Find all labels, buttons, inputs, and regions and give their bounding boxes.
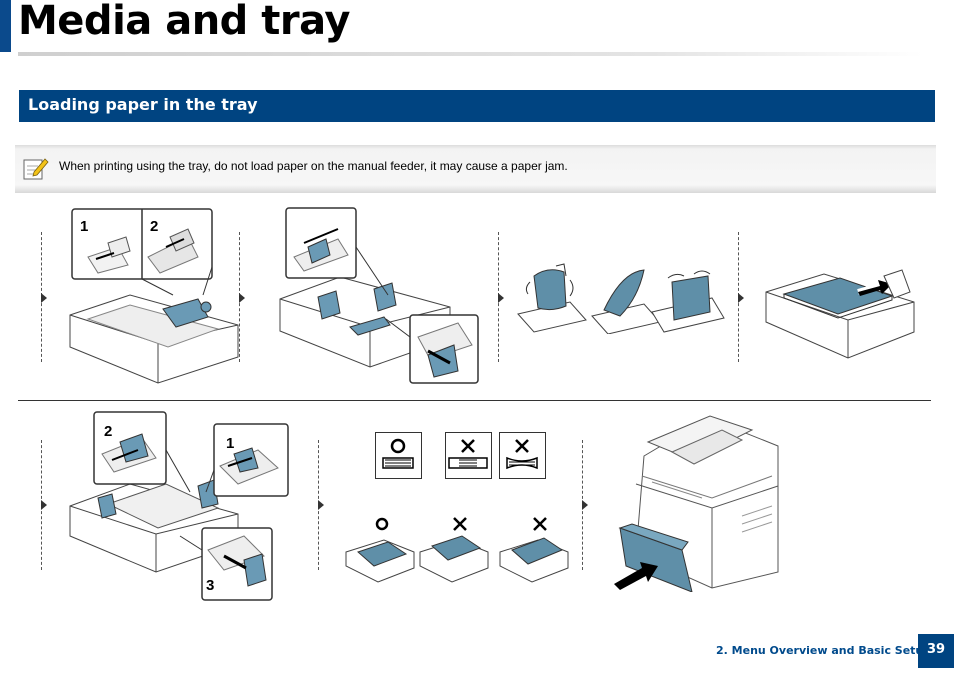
step-arrow-icon [582,500,588,510]
guide-fit-too-loose-illustration [445,432,492,479]
section-header: Loading paper in the tray [19,90,935,122]
step-arrow-icon [498,293,504,303]
step-arrow-icon [41,500,47,510]
step-number-label: 1 [80,218,88,235]
step-arrow-icon [41,293,47,303]
insert-paper-step-illustration [765,269,915,359]
footer-chapter: 2. Menu Overview and Basic Setup [716,644,932,657]
step-number-label: 2 [104,423,112,440]
page-number: 39 [918,634,954,668]
guide-fit-too-tight-illustration [499,432,546,479]
flex-paper-step-illustration [517,263,725,334]
note-text: When printing using the tray, do not loa… [59,159,568,173]
guide-fit-correct-illustration [375,432,422,479]
tray-extend-step-illustration [279,207,479,384]
tray-fill-misaligned-illustration [499,517,569,583]
note-box: When printing using the tray, do not loa… [15,145,936,193]
printer-insert-tray-illustration [614,415,779,592]
title-underline [18,52,923,56]
step-number-label: 2 [150,218,158,235]
page-title: Media and tray [18,0,350,44]
guide-fit-comparison [375,432,547,480]
tray-fill-overloaded-illustration [419,517,489,583]
tray-fill-correct-illustration [345,517,415,583]
row-divider [18,400,931,401]
step-arrow-icon [738,293,744,303]
adjust-guides-step-illustration: 2 1 3 [69,411,289,601]
title-accent-bar [0,0,11,52]
step-arrow-icon [239,293,245,303]
step-number-label: 3 [206,577,214,594]
section-title: Loading paper in the tray [28,95,258,114]
note-pencil-icon [23,158,49,180]
step-arrow-icon [318,500,324,510]
tray-fill-comparison [344,512,580,586]
tray-guide-step-illustration: 1 2 [69,208,239,384]
step-number-label: 1 [226,435,234,452]
